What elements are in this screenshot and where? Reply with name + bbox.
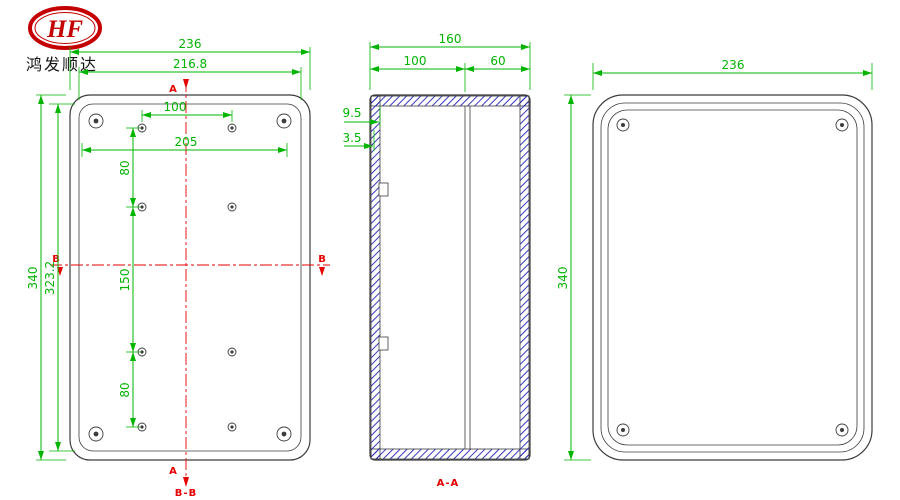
corner-screw — [835, 118, 849, 132]
side-outer-outline — [592, 94, 873, 461]
dim-value: 3.5 — [342, 131, 361, 145]
dim-value: 323.2 — [43, 261, 57, 295]
section-label-b-right: B — [318, 254, 326, 265]
side-inner-outline — [600, 102, 865, 453]
section-arrow-down-icon — [183, 477, 189, 487]
corner-screw — [616, 118, 630, 132]
mounting-hole — [227, 202, 237, 212]
corner-screw — [88, 426, 104, 442]
corner-screw — [276, 113, 292, 129]
corner-screw — [616, 423, 630, 437]
dim-value: 9.5 — [342, 106, 361, 120]
section-outer-outline — [369, 94, 531, 461]
dim-value: 340 — [556, 267, 570, 290]
side-inner-outline-2 — [607, 109, 858, 446]
dim-value: 150 — [118, 269, 132, 292]
dim-value: 80 — [118, 382, 132, 397]
side-view: 236 340 — [556, 58, 873, 461]
dim-section-flange-thickness: 9.5 — [342, 106, 381, 127]
dim-side-overall-height: 340 — [556, 94, 591, 461]
dim-value: 340 — [26, 267, 40, 290]
mounting-hole — [227, 123, 237, 133]
dim-value: 160 — [439, 32, 462, 46]
hf-logo: HF — [28, 6, 102, 50]
front-view-caption: B-B — [175, 488, 197, 499]
corner-screw — [835, 423, 849, 437]
dim-value: 205 — [175, 135, 198, 149]
logo-inner-oval-icon — [34, 12, 96, 44]
front-view: A A B B 236 216.8 100 20 — [26, 37, 330, 499]
section-label-a-top: A — [169, 84, 177, 95]
section-hatch-right-wall — [519, 95, 530, 460]
dim-front-overall-height: 340 — [26, 94, 66, 461]
dim-value: 236 — [179, 37, 202, 51]
dim-value: 236 — [722, 58, 745, 72]
mounting-boss — [378, 336, 389, 351]
logo-oval-icon — [28, 6, 102, 50]
dim-section-overall-depth: 160 — [369, 32, 531, 90]
dim-value: 100 — [164, 100, 187, 114]
dim-front-hole-span: 205 — [81, 135, 288, 157]
section-view: 160 100 60 9.5 3.5 A-A — [342, 32, 531, 489]
dim-front-overall-width: 236 — [69, 37, 311, 90]
mounting-hole — [227, 347, 237, 357]
section-hatch-bottom — [370, 448, 530, 460]
section-label-a-bottom: A — [169, 466, 177, 477]
dim-value: 80 — [118, 160, 132, 175]
dim-value: 216.8 — [173, 57, 207, 71]
front-inner-outline — [78, 103, 302, 452]
dim-section-wall-thickness: 3.5 — [342, 130, 375, 151]
section-hatch-top — [370, 95, 530, 107]
dim-side-overall-width: 236 — [592, 58, 873, 90]
section-hatch-left-wall — [370, 95, 381, 460]
dim-section-lid-depth: 60 — [465, 54, 530, 72]
dim-front-hole-pitch: 100 — [141, 100, 233, 122]
dim-value: 60 — [490, 54, 505, 68]
section-arrow-down-icon — [319, 267, 325, 276]
section-arrow-down-icon — [183, 79, 189, 89]
dim-value: 100 — [404, 54, 427, 68]
dim-section-base-depth: 100 — [370, 54, 466, 92]
dim-front-pitch-chain: 80 150 80 — [118, 127, 140, 428]
corner-screw — [88, 113, 104, 129]
dim-front-inner-width: 216.8 — [78, 57, 302, 100]
front-outer-outline — [69, 94, 311, 461]
dim-front-inner-height: 323.2 — [43, 103, 75, 452]
mounting-hole — [227, 422, 237, 432]
mounting-boss — [378, 182, 389, 197]
section-view-caption: A-A — [437, 478, 460, 489]
company-name: 鸿发顺达 — [26, 55, 98, 74]
corner-screw — [276, 426, 292, 442]
logo-monogram: HF — [46, 16, 83, 43]
